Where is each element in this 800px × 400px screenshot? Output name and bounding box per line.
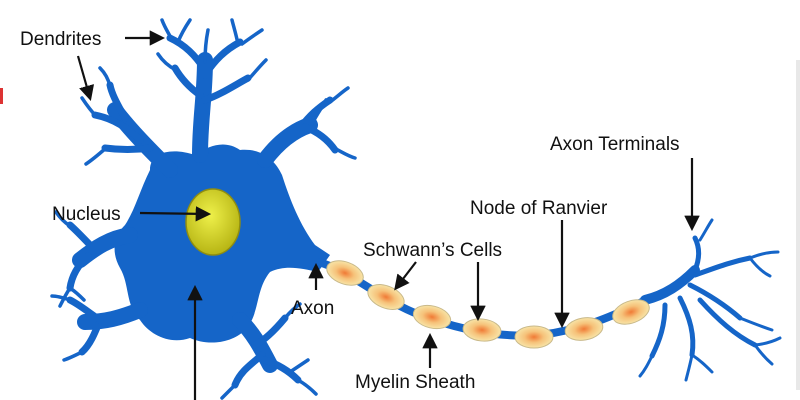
nucleus — [185, 188, 241, 256]
edge-line — [796, 60, 800, 390]
axon-terminal-trunk — [640, 265, 700, 305]
schwann-cell-1 — [326, 260, 364, 286]
myelin-sheath-segments — [326, 260, 650, 349]
schwanns-cells-arrow — [394, 261, 417, 291]
schwann-cell-4 — [462, 318, 502, 342]
label-schwanns-cells: Schwann’s Cells — [363, 240, 502, 261]
nucleus-arrow — [139, 206, 212, 222]
label-node-of-ranvier: Node of Ranvier — [470, 198, 608, 219]
schwann-cell-2 — [367, 284, 405, 310]
neuron — [50, 18, 782, 400]
label-nucleus: Nucleus — [52, 204, 121, 225]
schwann-cell-6 — [564, 317, 604, 341]
label-myelin-sheath: Myelin Sheath — [355, 372, 475, 393]
label-dendrites: Dendrites — [20, 29, 101, 50]
dendrite-upper-right — [257, 117, 318, 168]
schwann-cell-5 — [514, 325, 554, 349]
label-axon-terminals: Axon Terminals — [550, 134, 680, 155]
axon-terminal-branches — [649, 235, 758, 359]
schwann-cell-3 — [412, 304, 452, 330]
dendrite-lower-left — [77, 302, 148, 330]
dendrites-arrow-down — [76, 55, 95, 101]
label-axon: Axon — [291, 298, 334, 319]
schwann-cell-7 — [612, 299, 650, 325]
edge-mark — [0, 88, 3, 104]
